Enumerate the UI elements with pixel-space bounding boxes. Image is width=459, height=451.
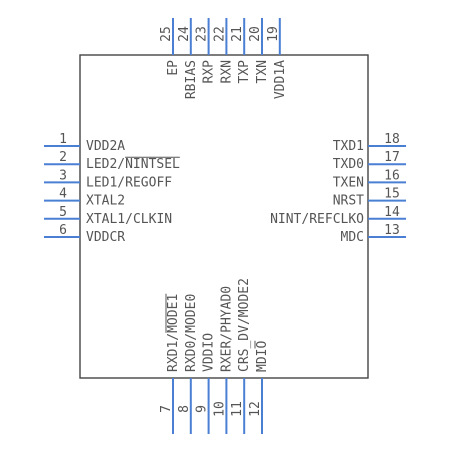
pin-3: 3 LED1/REGOFF <box>44 168 172 190</box>
pin-number: 5 <box>59 205 67 220</box>
pin-8: 8 RXD0/MODE0 <box>177 294 199 434</box>
pin-number: 2 <box>59 150 67 165</box>
pin-number: 17 <box>384 150 400 165</box>
pin-13: 13 MDC <box>341 223 406 245</box>
right-pins: 18TXD117TXD016TXEN15NRST14NINT/REFCLKO13… <box>270 132 406 245</box>
pin-number: 7 <box>159 405 174 413</box>
pin-number: 20 <box>248 26 263 42</box>
pin-label: XTAL2 <box>86 194 125 209</box>
pin-number: 15 <box>384 187 400 202</box>
pin-label: VDD1A <box>273 60 288 99</box>
pin-number: 4 <box>59 187 67 202</box>
component-body <box>79 54 369 379</box>
pin-label-inverted: NINTSEL <box>125 157 180 172</box>
pin-label: TXN <box>255 60 270 83</box>
pin-label: CRS_DV/MODE2 <box>237 278 252 372</box>
pin-7: 7 RXD1/MODE1 <box>159 294 181 434</box>
pin-label: NRST <box>333 194 364 209</box>
pin-9: 9 VDDIO <box>195 333 217 434</box>
pin-label: MDC <box>341 230 364 245</box>
pin-4: 4 XTAL2 <box>44 187 125 209</box>
pin-label-group: RXER/PHYAD0 <box>219 286 234 372</box>
pin-1: 1 VDD2A <box>44 132 125 154</box>
bottom-pins: 7 RXD1/MODE1 8 RXD0/MODE0 9 VDDIO 10 RXER/PHYAD… <box>159 278 270 434</box>
pin-label: XTAL1/CLKIN <box>86 212 172 227</box>
pin-number: 24 <box>177 26 192 42</box>
pin-number: 12 <box>248 401 263 417</box>
pin-label-inverted: O <box>255 341 270 349</box>
pin-label: TXD1 <box>333 139 364 154</box>
pin-10: 10 RXER/PHYAD0 <box>212 286 234 434</box>
pin-number: 19 <box>266 26 281 42</box>
pin-11: 11 CRS_DV/MODE2 <box>230 278 252 434</box>
pin-number: 10 <box>212 401 227 417</box>
pin-number: 3 <box>59 168 67 183</box>
pin-number: 23 <box>195 26 210 42</box>
pin-number: 25 <box>159 26 174 42</box>
pin-number: 11 <box>230 401 245 417</box>
pin-2: 2 LED2/NINTSEL <box>44 150 180 172</box>
pin-label: LED1/REGOFF <box>86 175 172 190</box>
pin-label: VDD2A <box>86 139 125 154</box>
pin-label-group: RXD1/MODE1 <box>165 294 181 372</box>
pin-label: MDI <box>255 349 270 372</box>
pin-number: 22 <box>212 26 227 42</box>
pin-label-inverted: MODE1 <box>166 294 181 333</box>
pin-16: 16 TXEN <box>333 168 406 190</box>
pin-number: 1 <box>59 132 67 147</box>
pin-18: 18 TXD1 <box>333 132 406 154</box>
left-pins: 1 VDD2A 2 LED2/NINTSEL 3 LED1/REGOFF 4 XTAL2 5 XT… <box>44 132 180 245</box>
pin-label: LED2/ <box>86 157 125 172</box>
pin-number: 18 <box>384 132 400 147</box>
pin-label: RXP <box>202 60 217 84</box>
pin-label: NINT/REFCLKO <box>270 212 364 227</box>
pin-label-group: VDDIO <box>202 333 217 372</box>
pin-label-group: CRS_DV/MODE2 <box>237 278 252 372</box>
pin-number: 14 <box>384 205 400 220</box>
pin-number: 8 <box>177 405 192 413</box>
pin-label: RBIAS <box>184 60 199 99</box>
pin-label: RXN <box>219 60 234 83</box>
pin-label: VDDCR <box>86 230 125 245</box>
pin-number: 21 <box>230 26 245 42</box>
pin-6: 6 VDDCR <box>44 223 125 245</box>
pin-14: 14 NINT/REFCLKO <box>270 205 406 227</box>
pin-number: 13 <box>384 223 400 238</box>
pin-label: VDDIO <box>202 333 217 372</box>
pin-label: RXD0/MODE0 <box>184 294 199 372</box>
pin-label: RXD1/ <box>166 333 181 372</box>
pin-label: RXER/PHYAD0 <box>219 286 234 372</box>
pin-17: 17 TXD0 <box>333 150 406 172</box>
pin-15: 15 NRST <box>333 187 406 209</box>
pin-number: 9 <box>195 405 210 413</box>
pin-label: TXP <box>237 60 252 84</box>
pin-label: TXD0 <box>333 157 364 172</box>
pin-5: 5 XTAL1/CLKIN <box>44 205 172 227</box>
pin-number: 16 <box>384 168 400 183</box>
pin-label: EP <box>166 60 181 76</box>
pin-label-group: RXD0/MODE0 <box>184 294 199 372</box>
pin-number: 6 <box>59 223 67 238</box>
pin-label: TXEN <box>333 175 364 190</box>
